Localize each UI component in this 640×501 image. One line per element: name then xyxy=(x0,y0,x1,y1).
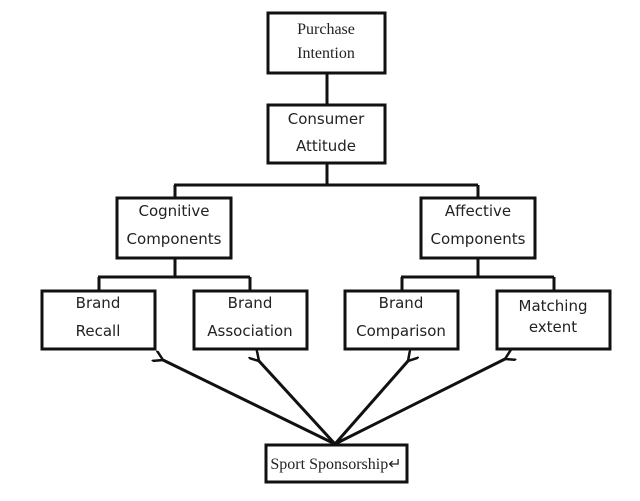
sponsorship-arrows xyxy=(163,359,505,446)
node-label: Attitude xyxy=(296,137,356,155)
node-brand-comparison: Brand Comparison xyxy=(343,289,460,351)
node-label: Components xyxy=(127,230,222,248)
node-brand-recall: Brand Recall xyxy=(40,289,157,351)
arrow-to-matching-extent xyxy=(334,359,505,446)
connectors xyxy=(97,73,556,291)
arrow-to-brand-association xyxy=(259,361,337,446)
node-consumer-attitude: Consumer Attitude xyxy=(266,103,387,165)
node-affective-components: Affective Components xyxy=(419,196,537,260)
node-label: Components xyxy=(431,230,526,248)
node-label: Sport Sponsorship↵ xyxy=(270,456,401,473)
node-label: Recall xyxy=(76,322,121,340)
node-brand-association: Brand Association xyxy=(192,289,309,351)
node-label: Cognitive xyxy=(138,202,209,220)
node-sport-sponsorship: Sport Sponsorship↵ xyxy=(264,443,409,484)
node-label: Association xyxy=(207,322,292,340)
node-purchase-intention: Purchase Intention xyxy=(266,11,387,75)
node-label: Brand xyxy=(76,294,121,312)
arrow-to-brand-comparison xyxy=(333,361,408,445)
node-cognitive-components: Cognitive Components xyxy=(115,196,233,260)
node-label: Intention xyxy=(297,45,355,62)
arrow-to-brand-recall xyxy=(163,360,336,446)
node-label: Brand xyxy=(379,294,424,312)
node-label: Purchase xyxy=(297,21,355,38)
node-label: Matching xyxy=(519,297,588,315)
node-label: Comparison xyxy=(356,322,446,340)
node-matching-extent: Matching extent xyxy=(495,289,612,351)
node-label: Consumer xyxy=(288,110,365,128)
node-label: Brand xyxy=(228,294,273,312)
node-label: extent xyxy=(529,318,577,336)
node-label: Affective xyxy=(445,202,511,220)
